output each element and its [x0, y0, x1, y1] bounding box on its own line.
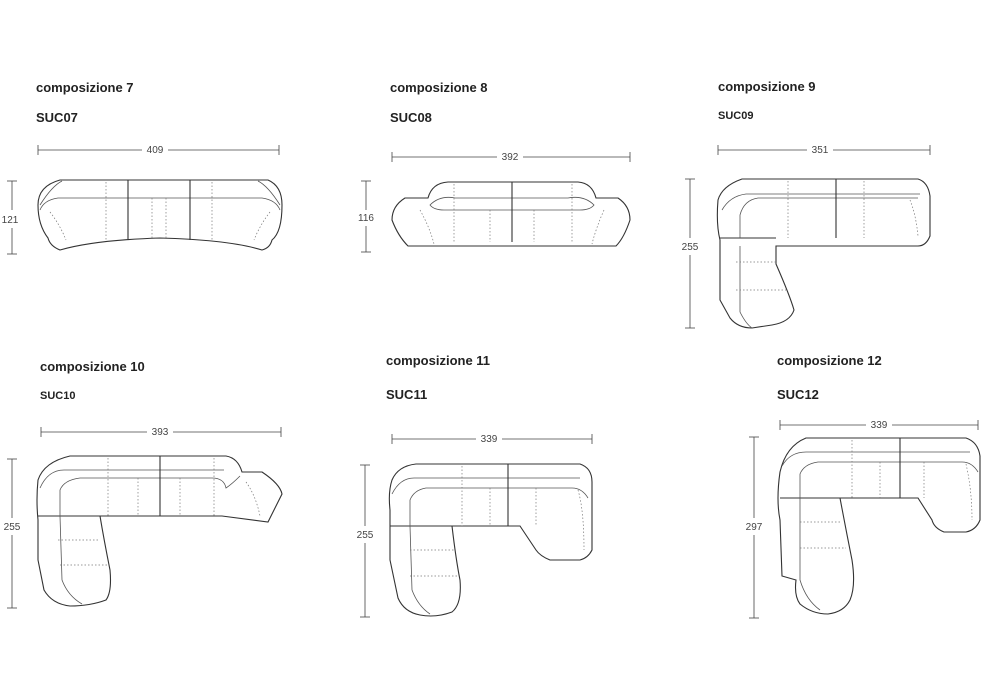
composition-11-width-label: 339 — [481, 434, 498, 445]
composition-11-code: SUC11 — [386, 387, 428, 402]
composition-9-depth-label: 255 — [682, 242, 699, 253]
composition-7-depth-label: 121 — [2, 215, 19, 226]
composition-12-depth-label: 297 — [746, 522, 763, 533]
composition-10-drawing: 393 255 — [4, 427, 283, 609]
composition-12-code: SUC12 — [777, 387, 819, 402]
composition-11-depth-label: 255 — [357, 530, 374, 541]
composition-7-title: composizione 7 — [36, 80, 134, 95]
composition-9-code: SUC09 — [718, 110, 754, 122]
composition-12-title: composizione 12 — [777, 353, 882, 368]
composition-10-width-label: 393 — [152, 427, 169, 438]
composition-8-drawing: 392 116 — [358, 152, 631, 253]
composition-8-code: SUC08 — [390, 110, 432, 125]
composition-8-width-label: 392 — [502, 152, 519, 163]
composition-11-drawing: 339 255 — [357, 434, 593, 618]
composition-9-width-label: 351 — [812, 145, 829, 156]
composition-9-title: composizione 9 — [718, 79, 816, 94]
composition-9-drawing: 351 255 — [682, 145, 931, 329]
composition-7-drawing: 409 121 — [2, 145, 283, 255]
composition-10-title: composizione 10 — [40, 359, 145, 374]
composition-12-width-label: 339 — [871, 420, 888, 431]
composition-10-depth-label: 255 — [4, 522, 21, 533]
composition-12-drawing: 339 297 — [746, 420, 981, 619]
composition-11-title: composizione 11 — [386, 353, 491, 368]
composition-7-width-label: 409 — [147, 145, 164, 156]
composition-10-code: SUC10 — [40, 390, 76, 402]
composition-7-code: SUC07 — [36, 110, 78, 125]
composition-8-title: composizione 8 — [390, 80, 488, 95]
composition-8-depth-label: 116 — [358, 213, 374, 224]
